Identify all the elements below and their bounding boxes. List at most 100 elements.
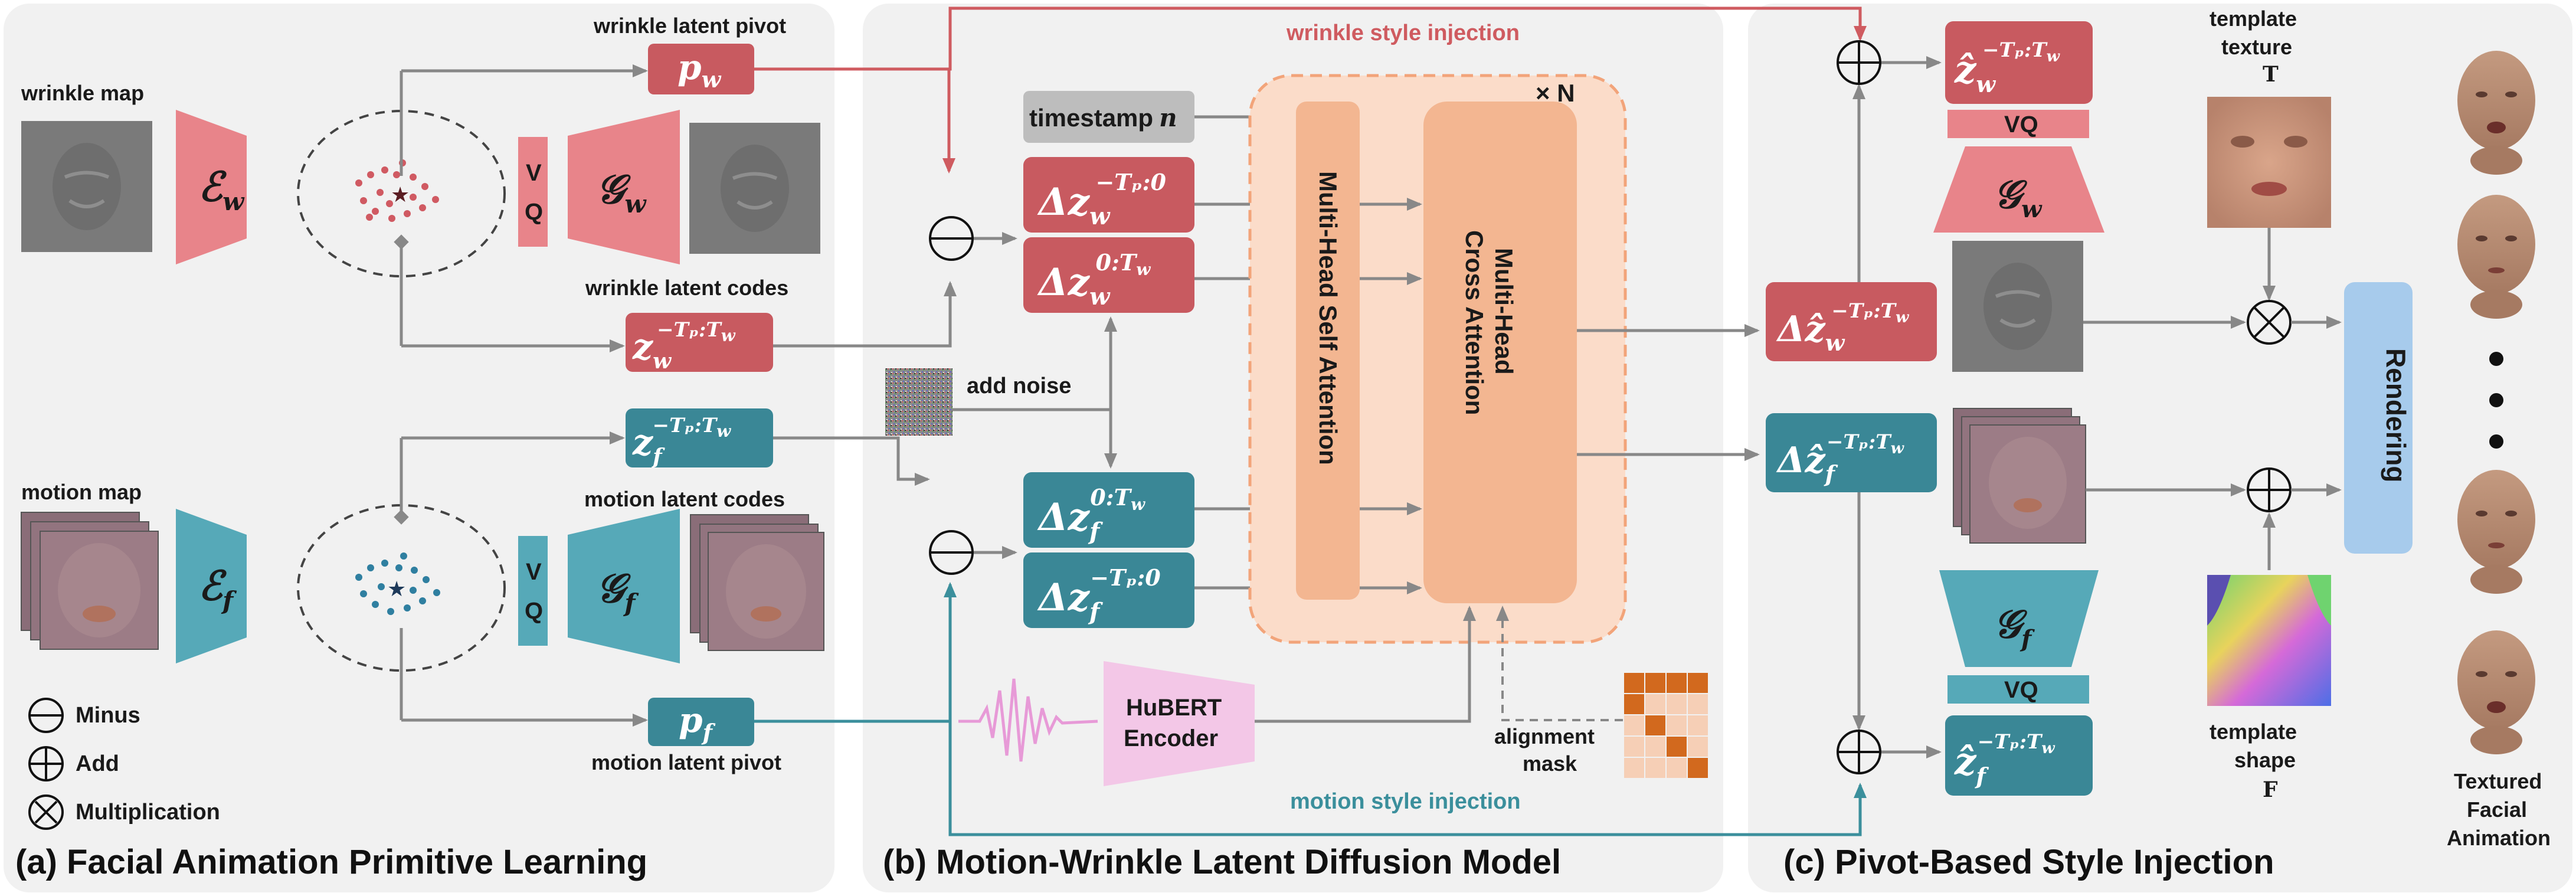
face-frame-1 [2457,51,2535,175]
textured-label-3: Animation [2447,826,2551,850]
dz-w-past-symbol: Δzw−Tₚ:0 [1037,169,1167,230]
dz-w-past-box [1023,157,1194,233]
motion-map-label: motion map [21,480,142,504]
face-ellipsis [2489,352,2503,449]
face-frame-2 [2457,195,2535,319]
dz-w-future-box [1023,237,1194,313]
vq-box-f [518,536,548,646]
wrinkle-style-injection-label: wrinkle style injection [1286,21,1520,45]
svg-text:Multiplication: Multiplication [76,800,220,825]
legend-multiplication: Multiplication [28,794,220,830]
wrinkle-latent-dots [355,159,439,222]
motion-latent-space [297,504,506,672]
vq-q-f: Q [525,598,543,624]
panel-c-title: (c) Pivot-Based Style Injection [1783,843,2274,881]
svg-text:Add: Add [76,751,119,776]
vq-bar-f-label: VQ [2004,677,2038,703]
add-w [1837,40,1881,85]
motion-injection-line [754,720,1867,836]
wrinkle-map-image [21,121,152,252]
dz-f-past-symbol: Δzf−Tₚ:0 [1037,564,1161,626]
dz-f-future-symbol: Δzf0:Tw [1037,484,1145,545]
rendering-block [2344,282,2413,554]
dz-f-past-box [1023,552,1194,628]
noise-image [885,368,953,436]
template-texture-image [2207,97,2331,228]
add-noise-label: add noise [967,374,1071,398]
cross-attention-block [1423,102,1577,603]
svg-text:Minus: Minus [76,703,140,728]
template-shape-image [2207,575,2331,706]
vq-v-f: V [526,559,542,585]
alignment-mask [1624,673,1708,778]
motion-codes-symbol: zf−Tₚ:Tw [632,414,731,469]
cross-attention-label-2: Cross Attention [1461,230,1488,415]
hubert-label-1: HuBERT [1126,695,1222,721]
motion-latent-codes-label: motion latent codes [584,487,785,511]
motion-map-image [21,512,159,650]
face-frame-3 [2457,470,2535,594]
pivot-w-box [648,44,754,94]
textured-label-1: Textured [2454,769,2542,793]
cross-attention-label-1: Multi-Head [1490,248,1518,375]
dz-f-future-box [1023,472,1194,548]
pivot-f-box [648,698,754,746]
pivot-w-symbol: pw [677,47,722,93]
legend-add: Add [28,746,119,781]
encoder-f [176,509,247,663]
decoder-w-c [1933,146,2104,233]
zhat-w-symbol: ẑw−Tₚ:Tw [1954,38,2061,97]
face-frame-4 [2457,630,2535,754]
wrinkle-codes-box [626,313,773,372]
decoder-w [568,110,680,264]
wrinkle-latent-pivot-label: wrinkle latent pivot [593,14,786,38]
hubert-label-2: Encoder [1124,725,1218,751]
multiply-circle [2247,300,2292,345]
decoder-f [568,509,680,663]
motion-latent-pivot-label: motion latent pivot [591,750,781,774]
panel-a-title: (a) Facial Animation Primitive Learning [15,843,647,881]
dz-w-future-symbol: Δzw0:Tw [1037,249,1151,310]
self-attention-block [1296,102,1360,600]
motion-style-injection-label: motion style injection [1290,789,1521,814]
wrinkle-codes-symbol: zw−Tₚ:Tw [632,318,736,374]
encoder-w [176,110,247,264]
add-f [1837,730,1881,774]
self-attention-label: Multi-Head Self Attention [1314,171,1342,465]
minus-f [929,530,974,575]
dzhat-f-box [1766,413,1937,492]
wrinkle-pivot-star: ★ [391,182,410,207]
decoder-f-c [1939,570,2099,667]
template-texture-symbol: T [2263,62,2279,87]
vq-bar-f [1947,675,2089,704]
vq-bar-w-label: VQ [2004,112,2038,138]
output-wrinkle-image [1952,241,2083,372]
wrinkle-latent-codes-label: wrinkle latent codes [585,276,788,300]
rendering-label: Rendering [2381,348,2411,482]
dzhat-w-box [1766,282,1937,361]
legend-minus: Minus [28,698,140,733]
motion-pivot-star: ★ [387,577,406,601]
minus-w [929,216,974,261]
template-shape-label-2: shape [2234,748,2296,772]
dzhat-w-symbol: Δẑw−Tₚ:Tw [1776,299,1910,356]
wrinkle-injection-line [754,6,1867,71]
wrinkle-map-label: wrinkle map [21,81,144,105]
vq-v-w: V [526,160,542,186]
template-texture-label-1: template [2210,6,2297,31]
vq-box-w [518,137,548,247]
timestamp-box [1023,91,1194,143]
template-shape-label-1: template [2210,720,2297,744]
vq-q-w: Q [525,199,543,225]
wrinkle-recon-image [689,123,820,254]
zhat-w-box [1945,21,2093,104]
alignment-mask-label-2: mask [1523,751,1577,776]
zhat-f-box [1945,715,2093,796]
audio-waveform [958,678,1098,762]
dzhat-f-symbol: Δẑf−Tₚ:Tw [1776,430,1905,487]
hubert-encoder [1104,661,1255,786]
template-texture-label-2: texture [2221,35,2292,59]
encoder-w-symbol: ℰw [198,163,245,216]
